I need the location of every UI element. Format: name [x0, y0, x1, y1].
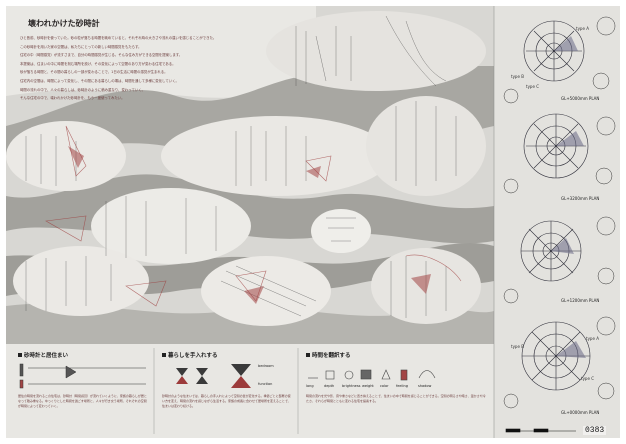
panel1-diagram [19, 363, 146, 389]
panel3-icons [308, 369, 436, 381]
panel2-label: bedroom [258, 364, 274, 368]
intro-paragraph: 砂が落ちる時間と、その間の暮らしの一部が変わることで、1日の生活に時間の感覚が生… [20, 70, 168, 75]
red-filled-marks [68, 146, 431, 304]
panel3-label: long [306, 384, 314, 388]
panel-title-text: 砂時計と居住まい [24, 353, 69, 359]
scene-ellipse-small [311, 209, 371, 253]
sketch-lines [25, 15, 457, 318]
scene-ellipse-mid-center [161, 116, 391, 196]
scene-ellipse-lower-left [13, 246, 149, 316]
panel-title-2: 暮らしを手入れする [162, 351, 218, 359]
panel3-label: color [380, 384, 389, 388]
panel-title-1: 砂時計と居住まい [18, 351, 68, 359]
scale-bar [505, 428, 576, 433]
intro-paragraph: 時間の流れの中で、人々の暮らしは、砂時計のように積み重なり、変わっていく。 [20, 87, 146, 92]
intro-paragraph: 住宅内の空間は、時間によって変化し、その間にある暮らしの場は、時間を通して多様に… [20, 78, 179, 83]
panel2-label: function [258, 382, 273, 386]
plan-label: GL+1200mm PLAN [561, 298, 600, 303]
text-field-background [6, 6, 316, 98]
scene-ellipse-lower-center [201, 256, 331, 326]
plan-label: GL+5000mm PLAN [561, 96, 600, 101]
scene-ellipse-mid-left [6, 121, 126, 191]
plan-column-background [494, 6, 620, 438]
intro-paragraph: この砂時計を用いた家の空間は、私たちにとっての新しい時間感覚をもたらす。 [20, 44, 142, 49]
panel3-label: brightness [342, 384, 361, 388]
panel-title-3: 時間を翻訳する [306, 351, 351, 359]
scene-ellipse-right [366, 96, 486, 196]
intro-paragraph: そんな住宅の中で、壊われかけた砂時計を、もう一度使ってみたい。 [20, 96, 125, 101]
panel-body-2: 砂時計のような住まいでは、暮らしの手入れによって空間の質が変化する。季節ごとに部… [162, 394, 291, 408]
type-label: type B [511, 74, 524, 79]
plan-label: GL+3200mm PLAN [561, 196, 600, 201]
poster-title: 壊われかけた砂時計 [28, 19, 100, 28]
intro-paragraph: ひと昔前、砂時計を使っていた。砂の粒が落ちる時間を眺めていると、それぞれ時の大き… [20, 36, 217, 40]
panel3-label: depth [324, 384, 335, 388]
drawing-canvas [6, 6, 620, 438]
scene-ellipse-center [91, 188, 251, 264]
tree-symbols [503, 16, 616, 409]
type-label: type C [581, 376, 594, 381]
plan-fills [551, 36, 586, 358]
panel-title-text: 時間を翻訳する [312, 353, 351, 359]
sheet-number: 0383 [583, 426, 607, 435]
type-label: type A [586, 336, 599, 341]
intro-text: ひと昔前、砂時計を使っていた。砂の粒が落ちる時間を眺めていると、それぞれ時の大き… [20, 36, 320, 105]
panel3-label: weight [362, 384, 374, 388]
scene-ellipse-top [266, 11, 486, 91]
intro-paragraph: 本提案は、住まいの中に時間を刻む場所を設け、その変化によって空間のあり方が変わる… [20, 61, 176, 66]
type-label: type C [526, 84, 539, 89]
panel2-hourglass-icons [176, 364, 251, 388]
intro-paragraph: 住宅の中（時間感覚）が流すさまで、自分の時間感覚が生じる。そんな住み方ができる空… [20, 53, 183, 58]
plan-label: GL+0000mm PLAN [561, 410, 600, 415]
poster-sheet: 壊われかけた砂時計 ひと昔前、砂時計を使っていた。砂の粒が落ちる時間を眺めている… [6, 6, 620, 438]
type-label: type B [511, 344, 524, 349]
type-label: type A [576, 26, 589, 31]
panel3-label: shadow [418, 384, 432, 388]
panel-body-1: 居住の時間を流れるこの住宅は、砂時計（時間感覚）が流れていくように、家族の暮らし… [18, 394, 147, 408]
panel-body-3: 時間の流れを光や影、音や重さなどに置き換えることで、住まいの中で時間を感じること… [306, 394, 486, 403]
panel3-label: feeling [396, 384, 408, 388]
bottom-panels-background [6, 344, 494, 438]
panel-title-text: 暮らしを手入れする [168, 353, 218, 359]
